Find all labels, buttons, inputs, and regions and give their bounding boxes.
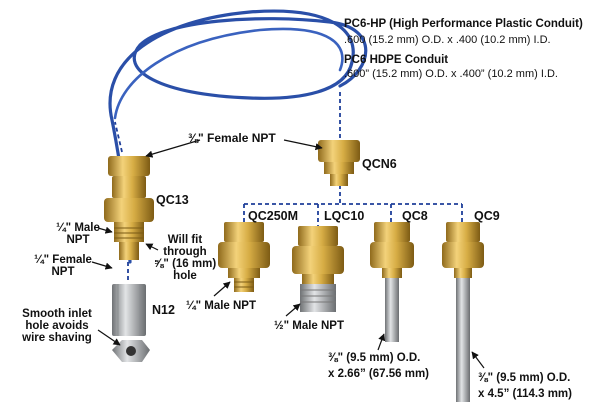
- label-qc250m: QC250M: [248, 209, 299, 223]
- label-qc250m-male-npt: ¼" Male NPT: [186, 300, 256, 312]
- n12-nut: [112, 284, 150, 362]
- label-will-fit-line4: hole: [173, 270, 197, 282]
- label-qc8-dim-line2: x 2.66” (67.56 mm): [328, 368, 430, 380]
- label-will-fit-line3: ⅝" (16 mm): [153, 258, 217, 270]
- conduit-tube: [108, 9, 368, 264]
- label-qc9-dim-line1: ⅜" (9.5 mm) O.D.: [478, 372, 571, 384]
- label-qc9: QC9: [474, 209, 500, 223]
- label-qc9-dim-line2: x 4.5” (114.3 mm): [478, 388, 572, 400]
- qc250m-fitting: [218, 222, 270, 292]
- conduit-2-name: PC6 HDPE Conduit: [344, 54, 449, 66]
- label-lqc10-male-npt: ½" Male NPT: [274, 320, 344, 332]
- label-smooth-line3: wire shaving: [22, 332, 92, 344]
- connector-lines: [114, 92, 463, 280]
- label-qc8-dim-line1: ⅜" (9.5 mm) O.D.: [328, 352, 421, 364]
- qc9-fitting: [442, 222, 484, 402]
- label-n12: N12: [152, 303, 175, 317]
- label-qc9-dimensions: ⅜" (9.5 mm) O.D. x 4.5” (114.3 mm): [478, 372, 572, 400]
- label-qc13: QC13: [156, 193, 189, 207]
- label-smooth-line2: hole avoids: [25, 320, 89, 332]
- label-will-fit: Will fit through ⅝" (16 mm) hole: [150, 234, 220, 282]
- label-smooth-line1: Smooth inlet: [22, 308, 92, 320]
- callout-arrows: [91, 139, 485, 369]
- label-qc13-male-npt: ¼" Male NPT: [56, 222, 100, 246]
- conduit-2-dims: .600” (15.2 mm) O.D. x .400” (10.2 mm) I…: [344, 68, 558, 80]
- label-female-npt: ¼" Female NPT: [28, 254, 98, 278]
- label-qc13-male-npt-line1: ¼" Male: [56, 222, 100, 234]
- label-lqc10: LQC10: [324, 209, 365, 223]
- conduit-1-name: PC6-HP (High Performance Plastic Conduit…: [344, 18, 583, 30]
- qcn6-fitting: [318, 140, 360, 186]
- label-will-fit-line1: Will fit: [167, 234, 203, 246]
- conduit-1-dims: .600 (15.2 mm) O.D. x .400 (10.2 mm) I.D…: [344, 34, 551, 46]
- label-qc13-male-npt-line2: NPT: [66, 234, 90, 246]
- label-female-npt-line2: NPT: [51, 266, 75, 278]
- qc13-fitting: [104, 156, 154, 260]
- lqc10-fitting: [292, 226, 344, 312]
- label-qcn6: QCN6: [362, 157, 397, 171]
- label-will-fit-line2: through: [163, 246, 207, 258]
- label-female-npt-top: ⅜" Female NPT: [188, 131, 276, 145]
- qc8-fitting: [370, 222, 414, 342]
- label-qc8-dimensions: ⅜" (9.5 mm) O.D. x 2.66” (67.56 mm): [328, 352, 429, 380]
- label-qc8: QC8: [402, 209, 428, 223]
- label-smooth-inlet: Smooth inlet hole avoids wire shaving: [14, 308, 100, 344]
- label-female-npt-line1: ¼" Female: [34, 254, 92, 266]
